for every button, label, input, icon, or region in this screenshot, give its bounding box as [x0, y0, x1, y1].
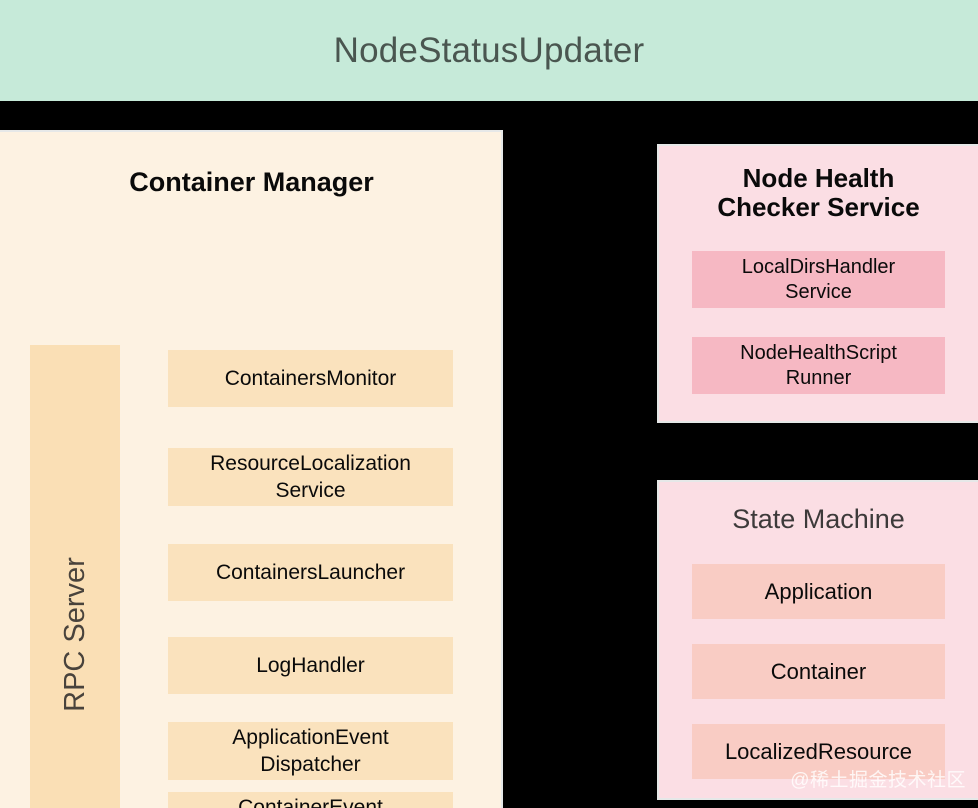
component-log-handler[interactable]: LogHandler	[168, 637, 453, 694]
spacer	[168, 407, 453, 448]
watermark-label: @稀土掘金技术社区	[790, 770, 966, 791]
component-application-event-dispatcher[interactable]: ApplicationEvent Dispatcher	[168, 722, 453, 780]
component-resource-localization-service[interactable]: ResourceLocalization Service	[168, 448, 453, 506]
component-containers-monitor[interactable]: ContainersMonitor	[168, 350, 453, 407]
component-node-health-script-runner[interactable]: NodeHealthScript Runner	[692, 337, 945, 394]
spacer	[168, 506, 453, 544]
node-health-checker-service-panel: Node Health Checker Service LocalDirsHan…	[657, 144, 978, 423]
spacer	[692, 619, 945, 644]
component-local-dirs-handler-service[interactable]: LocalDirsHandler Service	[692, 251, 945, 308]
spacer	[692, 699, 945, 724]
component-localized-resource[interactable]: LocalizedResource	[692, 724, 945, 779]
rpc-server-bar: RPC Server	[30, 345, 120, 808]
state-machine-component-list: Application Container LocalizedResource	[692, 564, 945, 779]
container-manager-component-list: ContainersMonitor ResourceLocalization S…	[168, 350, 453, 808]
state-machine-panel: State Machine Application Container Loca…	[657, 480, 978, 800]
component-application[interactable]: Application	[692, 564, 945, 619]
container-manager-title: Container Manager	[129, 167, 374, 197]
spacer	[692, 308, 945, 337]
node-health-checker-service-title: Node Health Checker Service	[717, 163, 920, 223]
component-container[interactable]: Container	[692, 644, 945, 699]
rpc-server-label: RPC Server	[58, 556, 91, 712]
component-container-event-dispatcher[interactable]: ContainerEvent Dispatcher	[168, 792, 453, 808]
component-containers-launcher[interactable]: ContainersLauncher	[168, 544, 453, 601]
container-manager-panel: Container Manager RPC Server ContainersM…	[0, 130, 503, 808]
node-health-component-list: LocalDirsHandler Service NodeHealthScrip…	[692, 251, 945, 394]
node-status-updater-title: NodeStatusUpdater	[333, 30, 645, 70]
state-machine-title: State Machine	[732, 504, 905, 534]
spacer	[168, 694, 453, 722]
spacer	[168, 780, 453, 792]
spacer	[168, 601, 453, 637]
node-status-updater-banner: NodeStatusUpdater	[0, 0, 978, 101]
